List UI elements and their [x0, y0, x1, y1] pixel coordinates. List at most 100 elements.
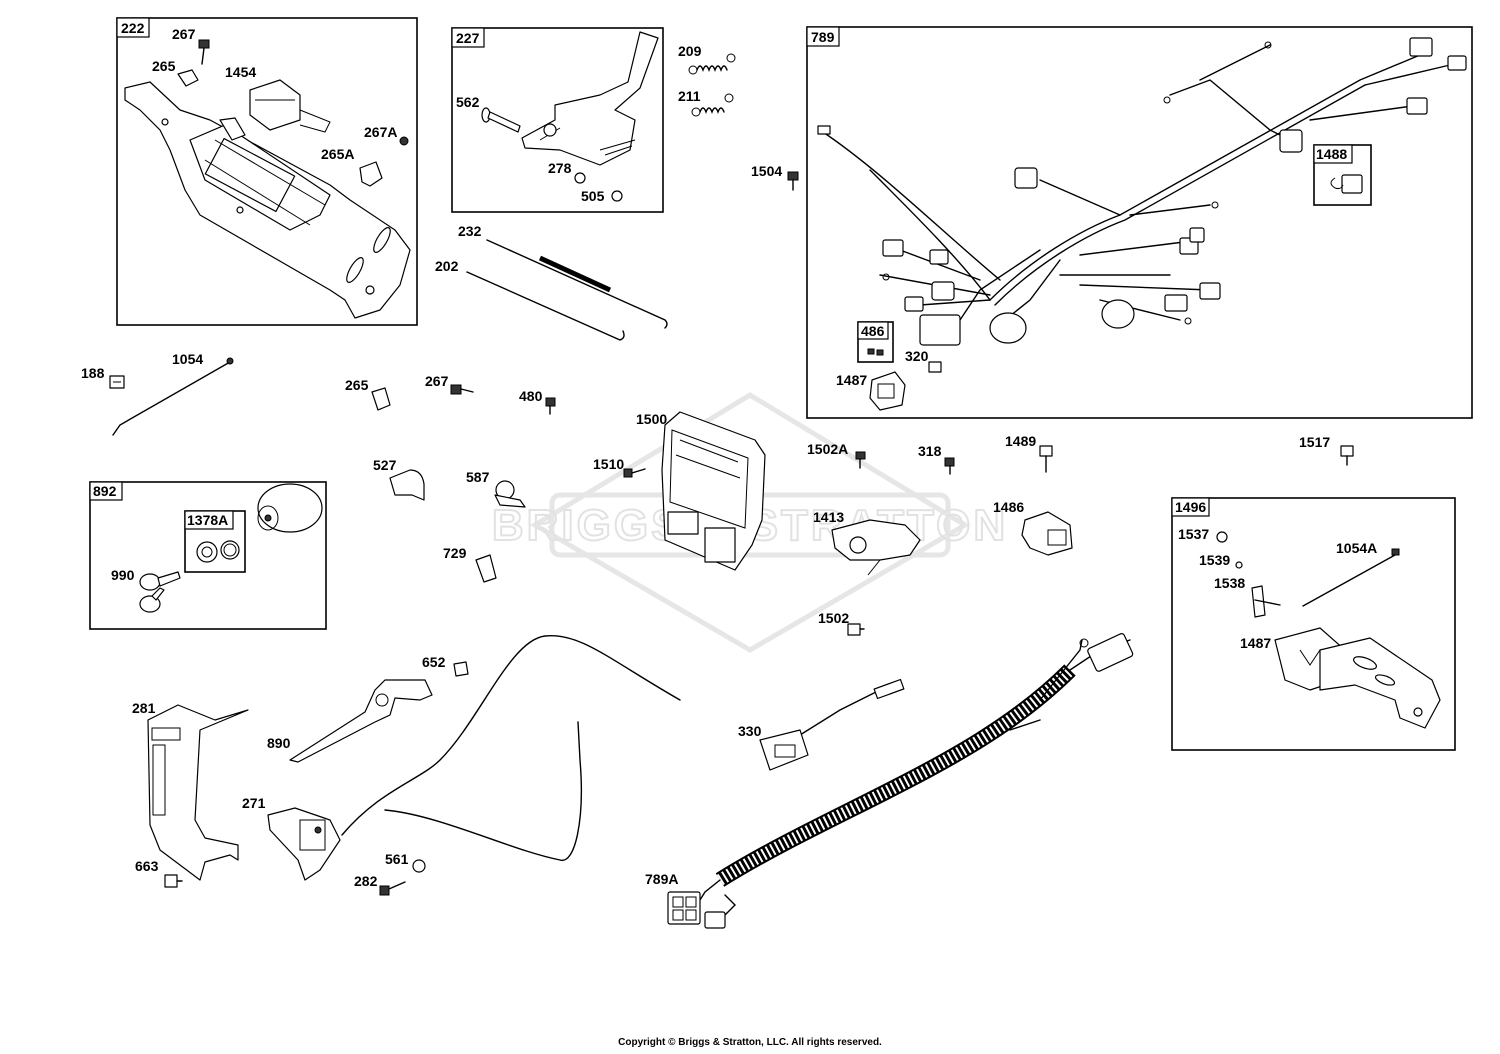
control-bracket-assembly [124, 81, 411, 319]
clip-729 [475, 554, 497, 583]
label-663: 663 [135, 858, 159, 874]
copyright-notice: Copyright © Briggs & Stratton, LLC. All … [618, 1037, 882, 1048]
box-227: 227 [451, 27, 664, 213]
clip-265A [359, 161, 383, 187]
label-1487-harness: 1487 [836, 372, 867, 388]
screw-1510 [623, 468, 646, 478]
label-1054: 1054 [172, 351, 203, 367]
box-label-789: 789 [811, 29, 835, 45]
screw-267-loose [450, 384, 474, 395]
spring-211 [691, 93, 734, 117]
label-1517: 1517 [1299, 434, 1330, 450]
label-265-loose: 265 [345, 377, 369, 393]
ignition-key-990 [139, 571, 181, 613]
box-222: 222 [116, 17, 418, 326]
label-729: 729 [443, 545, 467, 561]
throttle-control-271 [267, 807, 341, 881]
screw-1517 [1340, 445, 1354, 466]
label-1489: 1489 [1005, 433, 1036, 449]
rod-232 [486, 239, 668, 329]
label-271: 271 [242, 795, 266, 811]
cable-tie-1054A [1302, 548, 1400, 607]
clamp-527 [389, 469, 425, 501]
box-label-1378A: 1378A [187, 512, 228, 528]
label-267A: 267A [364, 124, 397, 140]
label-1538: 1538 [1214, 575, 1245, 591]
label-202: 202 [435, 258, 459, 274]
label-320: 320 [905, 348, 929, 364]
label-318: 318 [918, 443, 942, 459]
harness-789A [667, 633, 1134, 929]
label-232: 232 [458, 223, 482, 239]
bolt-562 [481, 107, 521, 133]
rod-202 [466, 271, 625, 341]
label-990: 990 [111, 567, 135, 583]
box-1496: 1496 [1171, 497, 1456, 751]
choke-cable [384, 721, 582, 861]
label-562: 562 [456, 94, 480, 110]
main-wiring-harness [817, 37, 1467, 346]
nut-267A [399, 136, 409, 146]
label-1486: 1486 [993, 499, 1024, 515]
label-505: 505 [581, 188, 605, 204]
label-1502: 1502 [818, 610, 849, 626]
label-789A: 789A [645, 871, 678, 887]
label-1539: 1539 [1199, 552, 1230, 568]
ignition-switch [257, 483, 323, 533]
bracket-281 [147, 704, 249, 881]
throttle-sensor-1413 [831, 519, 921, 576]
connector-1488 [1330, 174, 1363, 194]
box-892: 892 1378A [89, 481, 327, 630]
label-1454: 1454 [225, 64, 256, 80]
screw-663 [164, 874, 183, 888]
nut-1537 [1216, 531, 1228, 543]
screw-1502A [855, 451, 866, 469]
lever-890 [289, 679, 433, 763]
label-188: 188 [81, 365, 105, 381]
label-1500: 1500 [636, 411, 667, 427]
screw-1489 [1039, 445, 1053, 473]
clip-265 [177, 69, 199, 87]
label-1510: 1510 [593, 456, 624, 472]
label-527: 527 [373, 457, 397, 473]
label-278: 278 [548, 160, 572, 176]
label-587: 587 [466, 469, 490, 485]
screw-1504 [787, 171, 799, 191]
label-1504: 1504 [751, 163, 782, 179]
box-label-222: 222 [121, 20, 145, 36]
label-1054A: 1054A [1336, 540, 1377, 556]
label-267: 267 [172, 26, 196, 42]
screw-480 [545, 397, 556, 415]
label-1502A: 1502A [807, 441, 848, 457]
clamp-587 [494, 480, 526, 508]
grommet-1538 [1251, 585, 1281, 618]
switch-1454 [249, 79, 331, 133]
ecu-module-1500 [661, 411, 766, 571]
label-265: 265 [152, 58, 176, 74]
label-1487-bracket: 1487 [1240, 635, 1271, 651]
box-label-1496: 1496 [1175, 499, 1206, 515]
sensor-1487 [869, 371, 906, 411]
spring-209 [688, 53, 736, 75]
washer-278 [574, 172, 586, 184]
cable-tie-1054 [112, 361, 231, 436]
nut-505 [611, 190, 623, 202]
clip-265-loose [371, 387, 391, 411]
terminals-486 [867, 348, 884, 356]
label-890: 890 [267, 735, 291, 751]
label-1413: 1413 [813, 509, 844, 525]
oxygen-sensor-330 [759, 678, 905, 771]
box-label-227: 227 [456, 30, 480, 46]
label-281: 281 [132, 700, 156, 716]
nut-652 [453, 661, 469, 677]
connector-320 [928, 361, 942, 373]
screw-1502 [847, 623, 865, 636]
throttle-bracket [521, 31, 659, 166]
screw-282 [379, 881, 406, 896]
screw-267 [198, 39, 210, 65]
label-561: 561 [385, 851, 409, 867]
screw-318 [944, 457, 955, 475]
box-789: 789 [806, 26, 1473, 419]
washer-1539 [1235, 561, 1243, 569]
